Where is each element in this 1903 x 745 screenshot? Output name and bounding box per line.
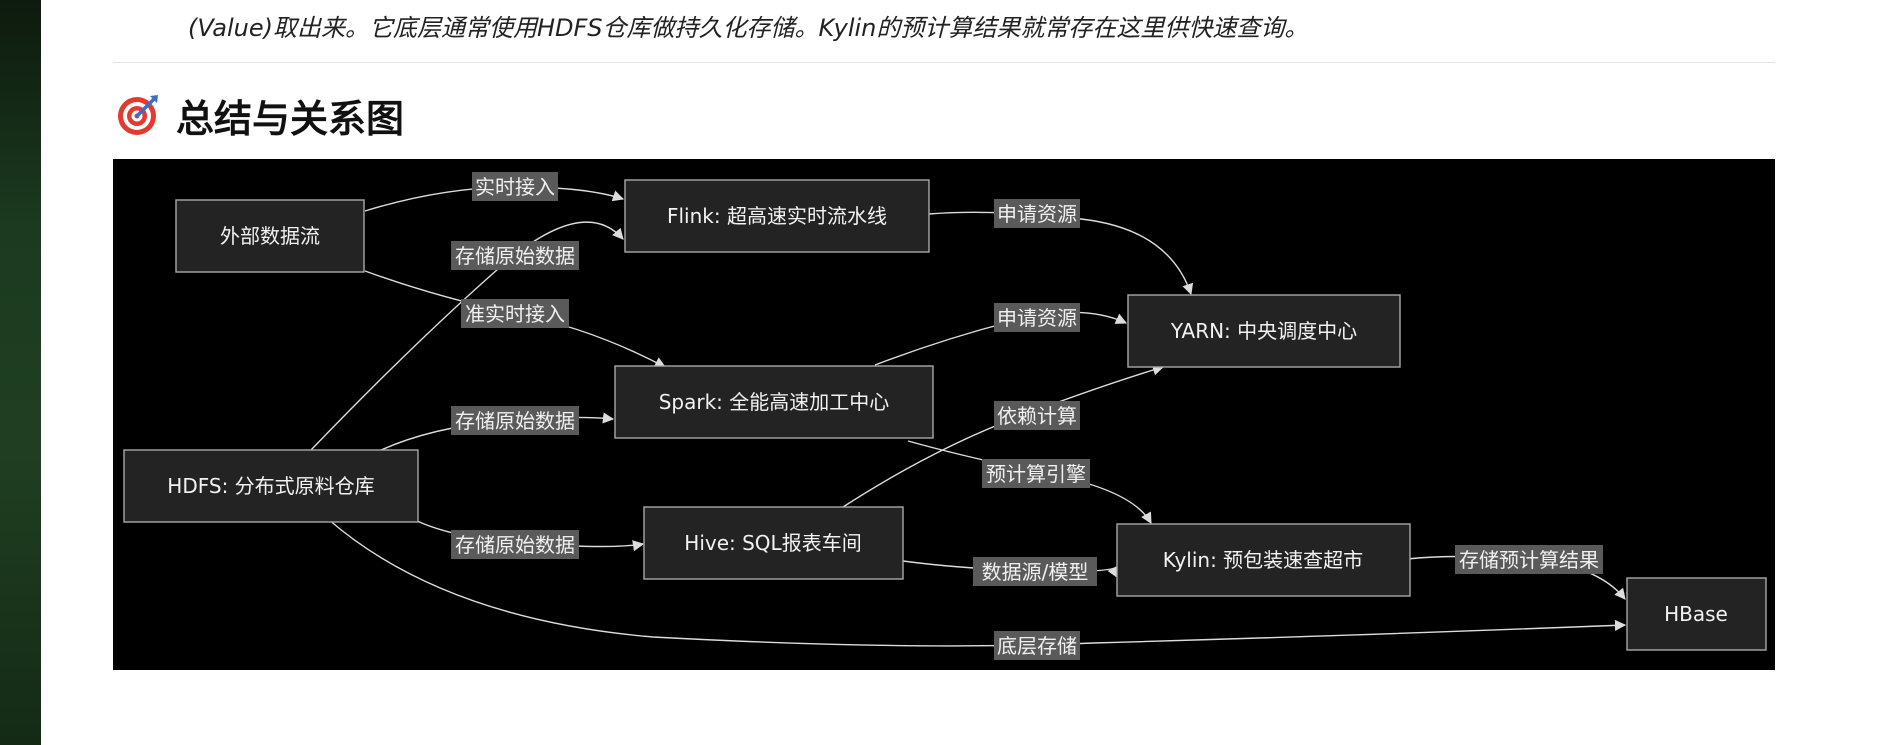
- edge-hdfs-flink: [310, 221, 624, 451]
- section-divider: [113, 62, 1775, 63]
- label-hive-yarn: 依赖计算: [994, 401, 1080, 430]
- section-heading: 总结与关系图: [116, 88, 404, 142]
- label-ext-spark: 准实时接入: [461, 299, 569, 328]
- node-spark: Spark: 全能高速加工中心: [614, 365, 934, 439]
- label-hdfs-flink: 存储原始数据: [451, 241, 579, 270]
- label-spark-kylin: 预计算引擎: [982, 459, 1090, 488]
- label-hive-kylin: 数据源/模型: [973, 557, 1097, 586]
- svg-text:Spark: 全能高速加工中心: Spark: 全能高速加工中心: [659, 390, 890, 414]
- svg-text:存储原始数据: 存储原始数据: [455, 244, 575, 268]
- svg-text:外部数据流: 外部数据流: [220, 224, 320, 248]
- node-flink: Flink: 超高速实时流水线: [624, 179, 930, 253]
- section-title: 总结与关系图: [176, 96, 405, 141]
- edge-flink-yarn: [928, 211, 1194, 296]
- svg-text:HDFS: 分布式原料仓库: HDFS: 分布式原料仓库: [167, 474, 374, 498]
- svg-text:准实时接入: 准实时接入: [465, 302, 565, 326]
- node-yarn: YARN: 中央调度中心: [1127, 294, 1401, 368]
- svg-text:HBase: HBase: [1664, 602, 1728, 626]
- intro-paragraph: (Value)取出来。它底层通常使用HDFS仓库做持久化存储。Kylin的预计算…: [188, 14, 1309, 42]
- label-kylin-hbase: 存储预计算结果: [1455, 545, 1603, 574]
- svg-text:底层存储: 底层存储: [997, 634, 1077, 658]
- label-hdfs-hive: 存储原始数据: [451, 530, 579, 559]
- svg-text:实时接入: 实时接入: [475, 175, 555, 199]
- node-hbase: HBase: [1626, 577, 1767, 651]
- node-kylin: Kylin: 预包装速查超市: [1116, 523, 1411, 597]
- svg-text:申请资源: 申请资源: [997, 202, 1077, 226]
- svg-text:预计算引擎: 预计算引擎: [986, 462, 1086, 486]
- edge-hdfs-hbase: [327, 518, 1627, 647]
- svg-text:Flink: 超高速实时流水线: Flink: 超高速实时流水线: [667, 204, 887, 228]
- svg-text:存储预计算结果: 存储预计算结果: [1459, 548, 1599, 572]
- label-ext-flink: 实时接入: [472, 172, 558, 201]
- svg-text:YARN: 中央调度中心: YARN: 中央调度中心: [1170, 319, 1357, 343]
- svg-text:Kylin: 预包装速查超市: Kylin: 预包装速查超市: [1163, 548, 1363, 572]
- label-hdfs-spark: 存储原始数据: [451, 406, 579, 435]
- svg-text:依赖计算: 依赖计算: [997, 404, 1077, 428]
- svg-text:申请资源: 申请资源: [997, 306, 1077, 330]
- left-background-strip: [0, 0, 41, 745]
- label-spark-yarn: 申请资源: [994, 303, 1080, 332]
- architecture-diagram: 外部数据流 Flink: 超高速实时流水线 YARN: 中央调度中心 Spark…: [113, 159, 1775, 670]
- svg-text:存储原始数据: 存储原始数据: [455, 409, 575, 433]
- node-external-stream: 外部数据流: [175, 199, 365, 273]
- svg-text:Hive: SQL报表车间: Hive: SQL报表车间: [684, 531, 861, 555]
- label-hdfs-hbase: 底层存储: [994, 631, 1080, 660]
- dart-target-icon: [118, 95, 158, 135]
- svg-text:数据源/模型: 数据源/模型: [982, 560, 1089, 584]
- label-flink-yarn: 申请资源: [994, 199, 1080, 228]
- node-hive: Hive: SQL报表车间: [643, 506, 904, 580]
- svg-text:存储原始数据: 存储原始数据: [455, 533, 575, 557]
- node-hdfs: HDFS: 分布式原料仓库: [123, 449, 419, 523]
